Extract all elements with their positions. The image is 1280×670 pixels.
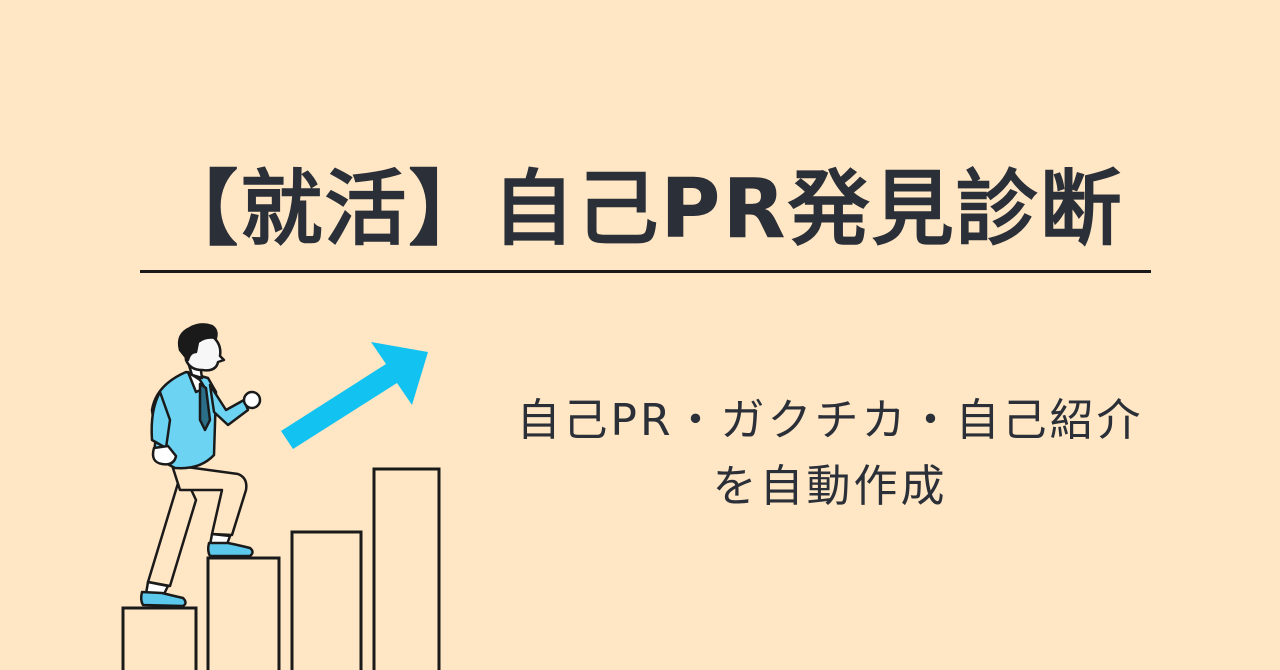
page-title: 【就活】自己PR発見診断	[156, 162, 1124, 257]
up-arrow-icon	[281, 342, 428, 449]
step-3	[290, 530, 363, 670]
businessman-figure	[139, 323, 262, 608]
front-arm	[208, 383, 250, 427]
hair	[177, 323, 218, 362]
subtitle-line-1: 自己PR・ガクチカ・自己紹介	[516, 395, 1144, 446]
back-hand	[151, 444, 178, 466]
shoe-front	[206, 541, 254, 558]
subtitle-line-2: を自動作成	[712, 461, 948, 512]
fist	[242, 390, 262, 410]
step-1	[121, 606, 198, 670]
front-leg	[170, 463, 248, 537]
shoe-back	[139, 590, 187, 608]
title-divider	[140, 270, 1151, 273]
step-4	[372, 467, 441, 670]
stair-steps	[121, 467, 441, 670]
step-2	[206, 556, 281, 670]
subtitle: 自己PR・ガクチカ・自己紹介 を自動作成	[455, 388, 1205, 520]
